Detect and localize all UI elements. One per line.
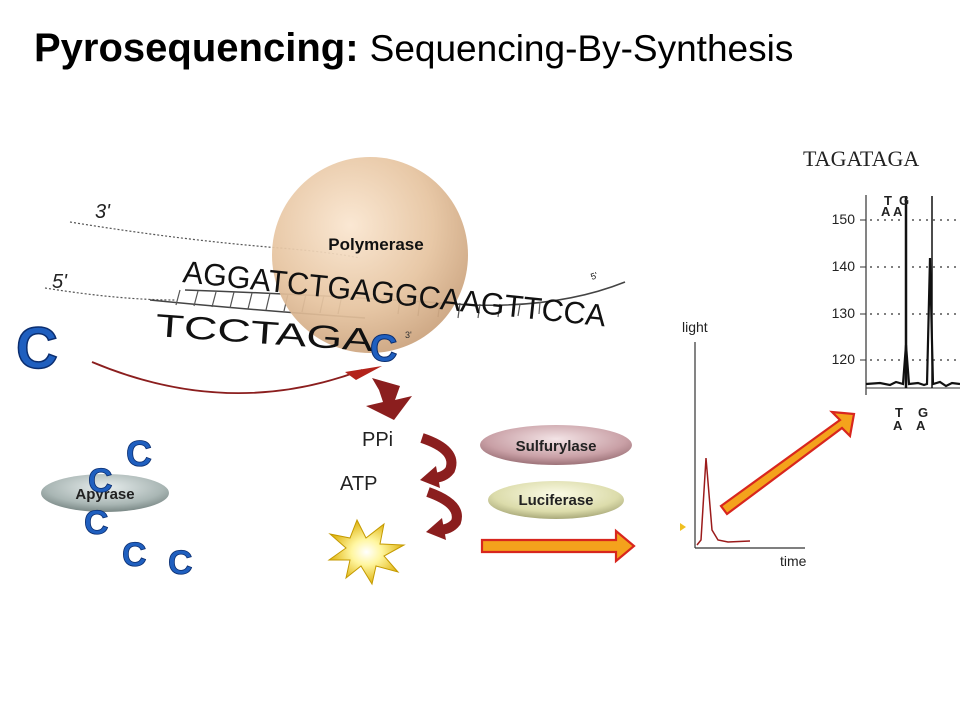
pyrogram-ytick-label: 120	[832, 351, 856, 367]
signal-arrow	[480, 528, 636, 564]
free-c: C	[126, 433, 152, 474]
label-3prime: 3'	[95, 201, 111, 223]
ppi-to-atp-arrow	[420, 433, 457, 483]
light-plot-pointer	[680, 523, 686, 531]
light-burst-icon	[327, 518, 406, 586]
light-peak-trace	[696, 457, 751, 546]
sulfurylase-enzyme	[480, 425, 632, 465]
sulfurylase-label: Sulfurylase	[516, 438, 597, 455]
title-subtitle: Sequencing-By-Synthesis	[369, 28, 794, 69]
free-c: C	[122, 536, 147, 574]
pyrogram-base-label: T	[884, 193, 892, 208]
light-plot-ylabel: light	[682, 319, 708, 335]
title-bold: Pyrosequencing:	[34, 26, 359, 70]
ppi-to-atp-arrowhead	[420, 466, 440, 488]
light-plot-xlabel: time	[780, 553, 807, 569]
pyrogram-top-bases: T G A A	[881, 193, 909, 219]
luciferase-enzyme	[488, 481, 624, 519]
pyrogram-base-label: A	[893, 204, 903, 219]
pyrogram-base-label: T	[895, 405, 903, 420]
primer-backbone-dotted	[44, 287, 176, 301]
template-backbone-dotted	[69, 221, 361, 259]
primer-3prime-end: 3'	[405, 330, 412, 340]
atp-to-light-arrowhead	[426, 518, 446, 540]
pyrogram-sequence-title: TAGATAGA	[803, 146, 919, 171]
label-5prime: 5'	[52, 271, 68, 293]
pyrogram-ytick-label: 140	[832, 258, 856, 274]
incorporated-c: C	[370, 328, 397, 370]
polymerase-label: Polymerase	[328, 235, 423, 254]
apyrase-label: Apyrase	[75, 486, 134, 503]
polymerase-sphere	[272, 157, 468, 353]
incorporation-arrowhead	[345, 366, 382, 380]
free-c: C	[88, 462, 113, 500]
free-c: C	[84, 504, 109, 542]
incorporation-arrow-curve	[91, 361, 363, 395]
light-time-plot: light time	[680, 319, 807, 569]
degraded-nucleotide-cluster: C C C C C	[84, 433, 193, 583]
pyrogram-bottom-bases: T G A A	[893, 405, 928, 433]
free-c: C	[168, 544, 193, 582]
pyrogram-trace	[865, 257, 960, 388]
pyrogram-tick-marks	[860, 219, 866, 361]
luciferase-label: Luciferase	[518, 492, 593, 509]
pyrogram-base-label: G	[899, 193, 909, 208]
free-nucleotide-c: C	[16, 316, 58, 381]
pyrogram-gridlines	[870, 219, 960, 361]
atp-label: ATP	[340, 473, 377, 495]
atp-to-light-arrow	[426, 487, 462, 535]
pyrogram-ytick-label: 130	[832, 305, 856, 321]
pyrogram-y-ticks: 150 140 130 120	[832, 211, 856, 367]
pyrogram-base-label: A	[893, 418, 903, 433]
ppi-release-arrow	[366, 378, 412, 420]
pyrogram-arrow	[719, 410, 856, 516]
pyrogram: TAGATAGA 150 140 130 120 T G A A	[803, 146, 960, 433]
apyrase-enzyme	[41, 474, 169, 512]
template-5prime-end: 5'	[589, 270, 599, 282]
pyrogram-base-label: A	[916, 418, 926, 433]
pyrogram-ytick-label: 150	[832, 211, 856, 227]
page-title: Pyrosequencing: Sequencing-By-Synthesis	[34, 26, 793, 71]
ppi-label: PPi	[362, 429, 393, 451]
pyrogram-base-label: G	[918, 405, 928, 420]
pyrogram-base-label: A	[881, 204, 891, 219]
